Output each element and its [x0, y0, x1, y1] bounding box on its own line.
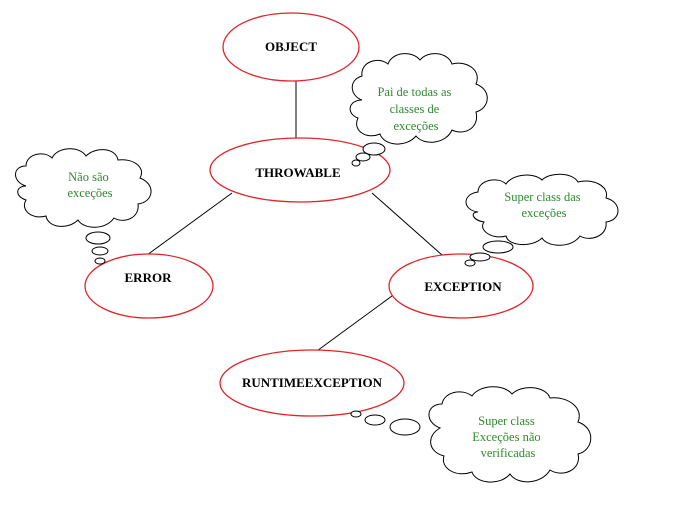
- thought-bubble-icon: [362, 142, 386, 156]
- thought-bubble-icon: [482, 240, 514, 254]
- thought-cloud-icon: [465, 173, 619, 246]
- callout-runtime-note: Super class Exceções não verificadas: [350, 386, 592, 483]
- callout-throwable-line-3: exceções: [393, 119, 438, 133]
- svg-text:Super class das exceções: Super class das exceções: [504, 190, 584, 220]
- node-error-label: ERROR: [125, 270, 173, 285]
- thought-bubble-icon: [389, 418, 421, 436]
- callout-exception-line-2: exceções: [521, 206, 566, 220]
- node-runtimeexception-label: RUNTIMEEXCEPTION: [242, 375, 383, 390]
- node-object-label: OBJECT: [265, 39, 317, 54]
- callout-error-line-2: exceções: [67, 186, 112, 200]
- edge-throwable-exception: [371, 192, 443, 256]
- svg-text:Super class Exceções não: Super class Exceções não verificadas: [472, 414, 544, 460]
- callout-error-note: Não são exceções: [15, 148, 152, 265]
- node-throwable[interactable]: THROWABLE: [209, 137, 391, 203]
- callout-exception-note: Super class das exceções: [464, 173, 619, 267]
- node-error[interactable]: ERROR: [84, 253, 214, 319]
- thought-cloud-icon: [15, 148, 152, 228]
- node-throwable-label: THROWABLE: [255, 165, 340, 180]
- node-exception-label: EXCEPTION: [424, 279, 502, 294]
- thought-bubble-icon: [94, 257, 106, 265]
- callout-throwable-line-1: Pai de todas as: [377, 85, 451, 99]
- thought-bubble-icon: [85, 231, 111, 245]
- callout-runtime-line-2: Exceções não: [472, 430, 540, 444]
- edge-exception-runtimeexception: [309, 295, 393, 357]
- node-runtimeexception[interactable]: RUNTIMEEXCEPTION: [219, 349, 405, 417]
- callout-runtime-line-1: Super class: [478, 414, 535, 428]
- node-object[interactable]: OBJECT: [222, 12, 360, 82]
- thought-bubble-icon: [464, 259, 476, 267]
- callout-error-line-1: Não são: [68, 170, 109, 184]
- thought-bubble-icon: [364, 414, 386, 426]
- thought-cloud-icon: [349, 53, 488, 145]
- thought-bubble-icon: [469, 252, 491, 262]
- edge-throwable-error: [146, 192, 233, 256]
- thought-bubble-icon: [91, 246, 109, 256]
- thought-bubble-icon: [355, 152, 371, 162]
- callout-exception-line-1: Super class das: [504, 190, 581, 204]
- svg-text:Não são exceções: Não são exceções: [67, 170, 112, 200]
- thought-bubble-icon: [351, 159, 361, 167]
- thought-cloud-icon: [428, 386, 592, 483]
- callout-throwable-note: Pai de todas as classes de exceções: [349, 53, 488, 167]
- callout-runtime-line-3: verificadas: [481, 446, 536, 460]
- callout-throwable-line-2: classes de: [390, 102, 440, 116]
- node-exception[interactable]: EXCEPTION: [388, 253, 534, 319]
- svg-text:Pai de todas as classes: Pai de todas as classes de exceções: [377, 85, 454, 133]
- thought-bubble-icon: [350, 410, 362, 418]
